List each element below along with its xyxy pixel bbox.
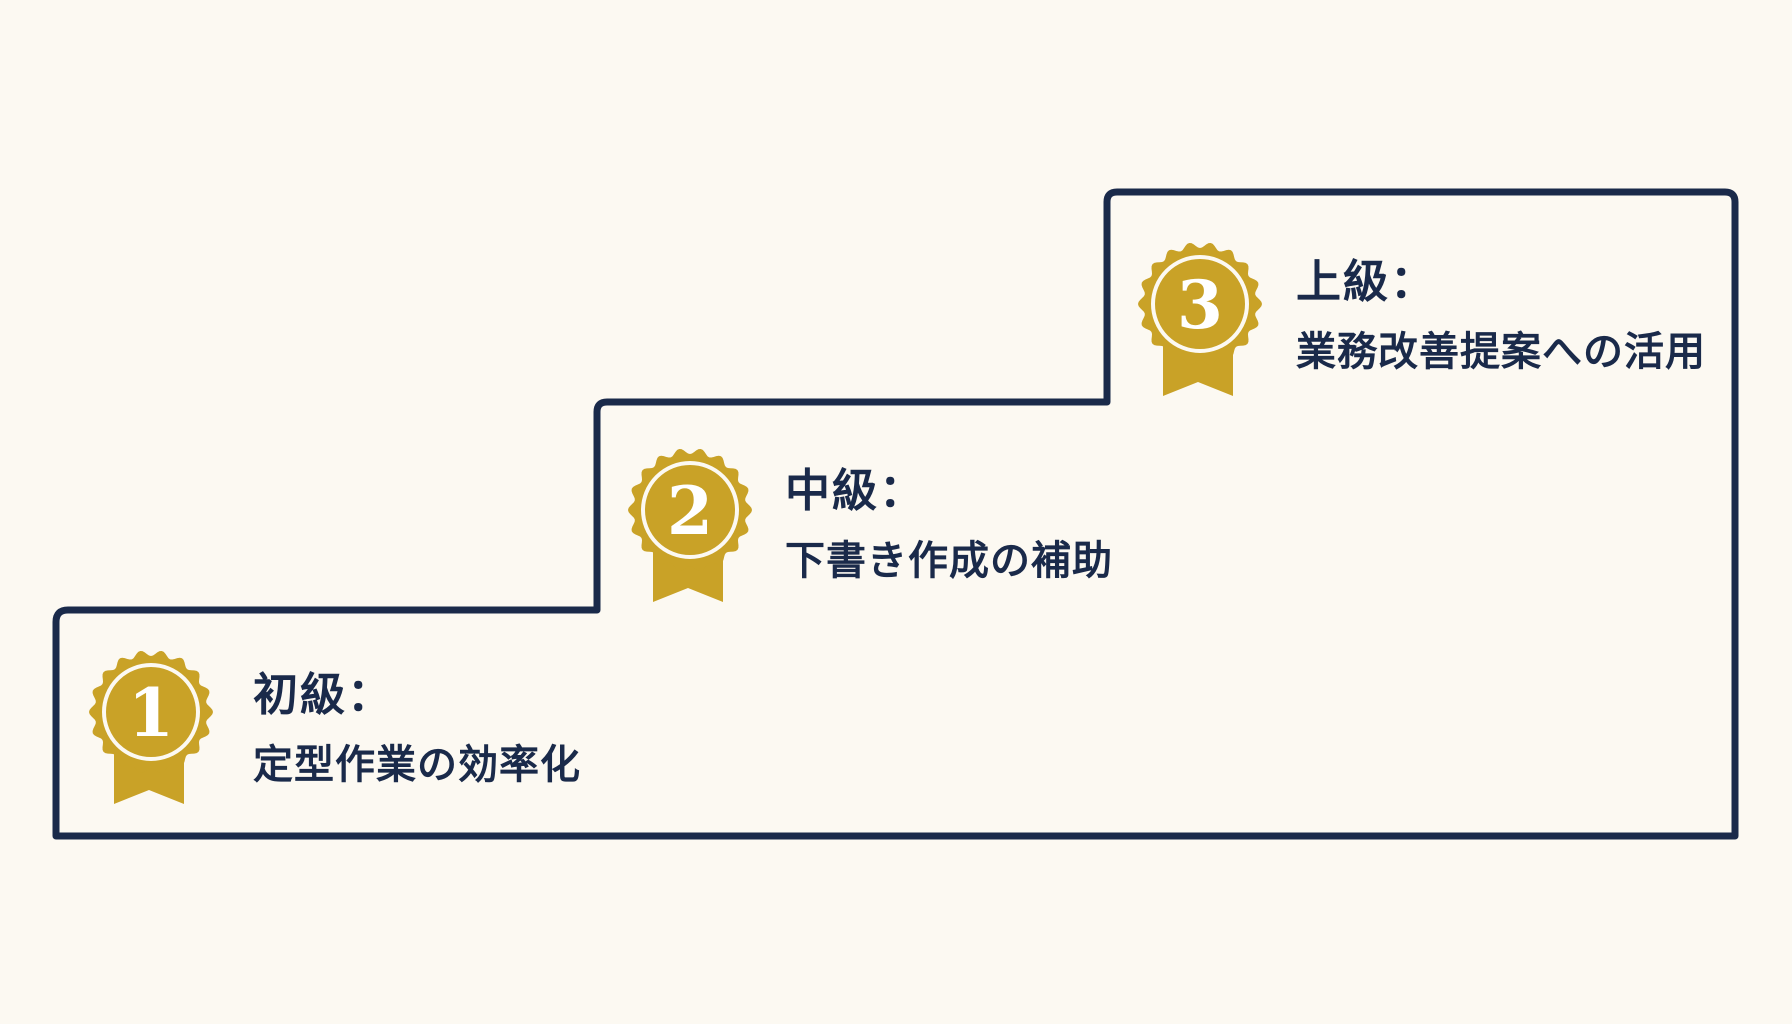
medal-seal [628, 448, 752, 572]
step-description: 業務改善提案への活用 [1296, 329, 1706, 375]
ribbon-medal-icon: 1 [89, 650, 213, 804]
step-text: 中級： 下書き作成の補助 [785, 468, 1113, 581]
ribbon-medal-icon: 2 [628, 448, 752, 602]
medal-number: 2 [667, 472, 713, 550]
step-description: 定型作業の効率化 [253, 742, 581, 788]
medal-number: 1 [128, 674, 174, 752]
step-title: 上級： [1296, 255, 1438, 308]
medal-seal [1138, 242, 1262, 366]
step-title: 中級： [785, 464, 927, 517]
medal-seal [89, 650, 213, 774]
medal-number: 3 [1177, 266, 1223, 344]
ribbon-medal-icon: 3 [1138, 242, 1262, 396]
step-text: 初級： 定型作業の効率化 [253, 672, 581, 785]
step-text: 上級： 業務改善提案への活用 [1296, 259, 1706, 372]
step-title: 初級： [253, 668, 395, 721]
step-description: 下書き作成の補助 [785, 538, 1113, 584]
